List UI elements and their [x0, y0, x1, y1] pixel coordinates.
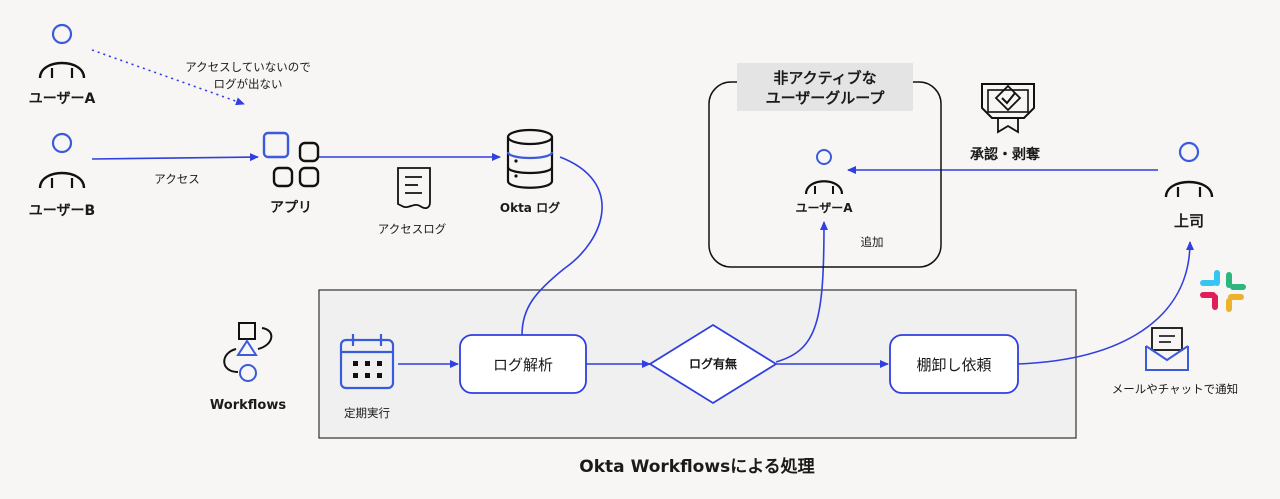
- access-connector: [91, 153, 259, 162]
- approval-label: 承認・剥奪: [970, 146, 1041, 163]
- decision-to-group-connector: [775, 221, 828, 363]
- inventory-request-step: [889, 334, 1019, 394]
- request-to-boss-connector: [1017, 241, 1194, 365]
- log-exists-decision: [648, 323, 778, 405]
- workflows-label: Workflows: [210, 398, 286, 413]
- calendar-icon: [339, 334, 395, 390]
- no-log-note-line2: ログが出ない: [214, 77, 283, 91]
- boss-person-icon: [1164, 141, 1214, 198]
- okta-log-label: Okta ログ: [500, 200, 560, 215]
- mail-icon: [1145, 327, 1189, 371]
- database-icon: [506, 128, 554, 189]
- log-parse-step: [459, 334, 587, 394]
- boss-label: 上司: [1174, 212, 1204, 230]
- access-label: アクセス: [154, 172, 199, 186]
- access-log-label: アクセスログ: [378, 222, 447, 236]
- schedule-label: 定期実行: [344, 406, 390, 420]
- slack-logo-icon: [1200, 270, 1246, 312]
- user-b-person-icon: [38, 132, 86, 189]
- app-grid-icon: [262, 131, 320, 188]
- group-member-label: ユーザーA: [795, 201, 853, 215]
- inactive-group-title-bg: [737, 63, 913, 111]
- add-label: 追加: [861, 235, 884, 249]
- user-a-label: ユーザーA: [29, 91, 96, 107]
- user-b-label: ユーザーB: [29, 203, 95, 219]
- inactive-group-title-line1: 非アクティブな: [773, 69, 876, 87]
- oktalog-to-parse-connector: [521, 156, 603, 336]
- document-icon: [397, 167, 431, 209]
- log-exists-label: ログ有無: [689, 356, 737, 371]
- no-log-note-line1: アクセスしていないので: [185, 60, 311, 74]
- notify-label: メールやチャットで通知: [1112, 382, 1238, 396]
- log-parse-label: ログ解析: [493, 356, 553, 374]
- inventory-request-label: 棚卸し依頼: [916, 356, 991, 374]
- workflows-shapes-icon: [223, 322, 273, 382]
- certificate-badge-icon: [981, 83, 1035, 134]
- user-a-person-icon: [38, 23, 86, 79]
- app-label: アプリ: [270, 200, 312, 216]
- inactive-group-title-line2: ユーザーグループ: [766, 89, 886, 107]
- workflows-caption: Okta Workflowsによる処理: [579, 457, 814, 477]
- group-member-person-icon: [804, 149, 844, 195]
